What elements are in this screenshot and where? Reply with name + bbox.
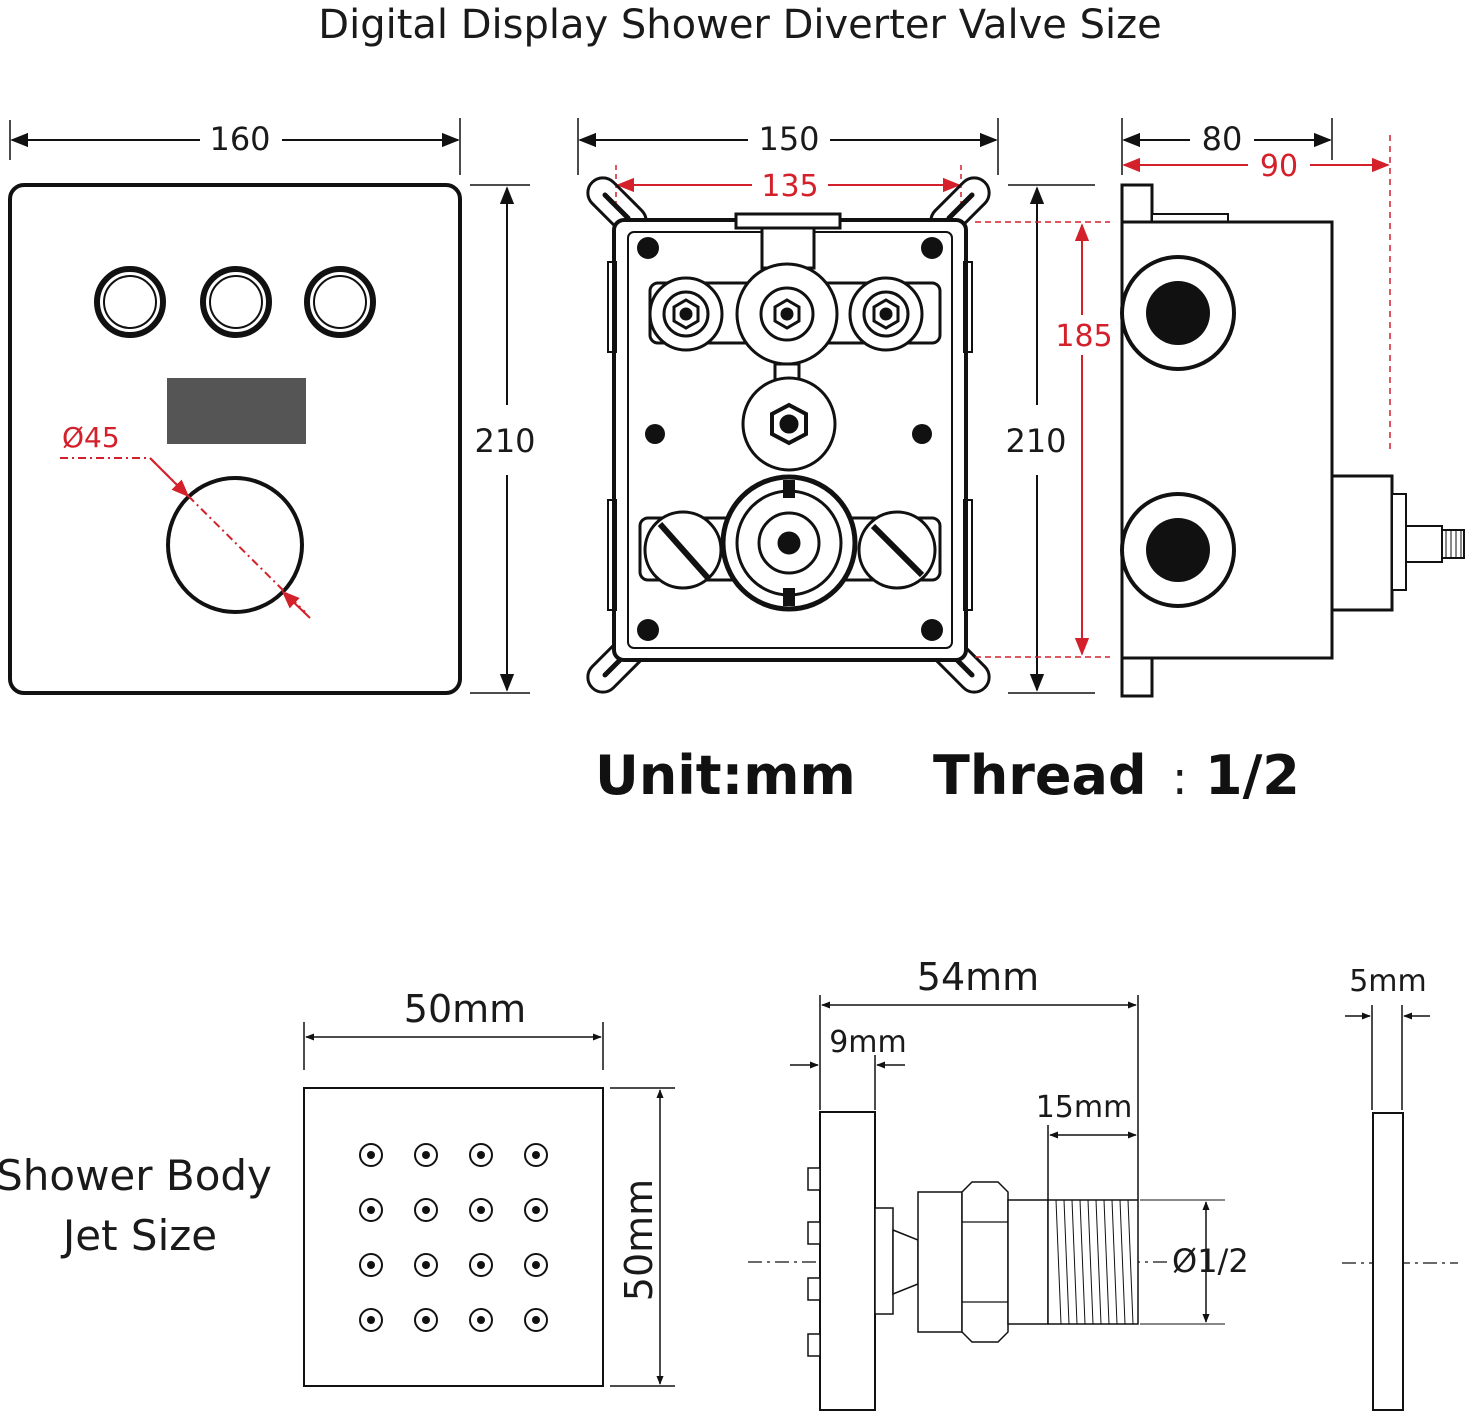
- knob-diameter-label: Ø45: [62, 421, 120, 454]
- jet-nozzle-hole: [367, 1151, 375, 1159]
- jet-side-view: 54mm 9mm 15mm Ø1/2: [748, 955, 1249, 1411]
- jet-plate: [303, 1087, 604, 1387]
- jet-nozzle-hole: [422, 1206, 430, 1214]
- jet-nozzle-hole: [367, 1206, 375, 1214]
- jet-length-label: 54mm: [917, 955, 1039, 999]
- jet-caption-line2: Jet Size: [60, 1211, 217, 1260]
- side-depth-total-label: 90: [1260, 149, 1298, 184]
- jet-nozzle-hole: [532, 1316, 540, 1324]
- jet-plate-thickness-label: 9mm: [829, 1025, 907, 1060]
- thread-line: [1087, 1199, 1094, 1325]
- jet-front-view: 50mm 50mm: [303, 987, 675, 1387]
- valve-width-label: 150: [758, 120, 819, 158]
- front-panel-view: 160 Ø45 210: [8, 118, 536, 695]
- valve-body-view: 150 135: [577, 118, 1113, 694]
- thread-label: Thread: [933, 744, 1147, 807]
- panel-buttons: [94, 266, 376, 338]
- front-panel-outline: [8, 183, 462, 695]
- mount-height-label: 185: [1055, 319, 1112, 354]
- jet-thread-length-label: 15mm: [1036, 1090, 1133, 1125]
- jet-nozzle-hole: [422, 1261, 430, 1269]
- jet-edge-view: 5mm: [1342, 964, 1458, 1411]
- thread-value: 1/2: [1205, 744, 1300, 807]
- thread-line: [1079, 1199, 1086, 1325]
- jet-nozzle-hole: [477, 1316, 485, 1324]
- thread-line: [1127, 1199, 1134, 1325]
- unit-label: Unit:mm: [595, 744, 856, 807]
- jet-nozzle-hole: [532, 1261, 540, 1269]
- jet-edge-thickness-label: 5mm: [1349, 964, 1427, 999]
- lower-valve: [638, 474, 942, 612]
- jet-height-label: 50mm: [617, 1179, 661, 1301]
- jet-thread-diameter-label: Ø1/2: [1172, 1242, 1249, 1280]
- jet-nozzle-hole: [367, 1261, 375, 1269]
- thread-line: [1119, 1199, 1126, 1325]
- upper-outlets: [648, 262, 942, 472]
- jet-side-plate: [819, 1111, 876, 1411]
- diagram-title: Digital Display Shower Diverter Valve Si…: [318, 2, 1161, 48]
- corner-screws: [637, 237, 943, 641]
- side-depth-label: 80: [1202, 120, 1243, 158]
- thread-line: [1111, 1199, 1118, 1325]
- side-view: 80 90: [1120, 118, 1465, 698]
- jet-nozzle-grid: [359, 1143, 548, 1332]
- jet-nozzle-hole: [532, 1206, 540, 1214]
- digital-display: [167, 378, 306, 444]
- panel-width-label: 160: [209, 120, 270, 158]
- thread-line: [1055, 1199, 1062, 1325]
- panel-height-label: 210: [474, 422, 535, 460]
- jet-thread-lines: [1055, 1199, 1134, 1325]
- jet-nozzle-hole: [422, 1316, 430, 1324]
- jet-nozzle-hole: [422, 1151, 430, 1159]
- jet-nozzle-hole: [477, 1261, 485, 1269]
- thread-line: [1063, 1199, 1070, 1325]
- thread-line: [1071, 1199, 1078, 1325]
- jet-nozzle-hole: [477, 1206, 485, 1214]
- jet-width-label: 50mm: [404, 987, 526, 1031]
- jet-nozzle-hole: [367, 1316, 375, 1324]
- thread-separator: :: [1172, 751, 1188, 805]
- jet-caption-line1: Shower Body: [0, 1151, 272, 1200]
- jet-edge-plate: [1372, 1112, 1404, 1411]
- jet-nozzle-hole: [532, 1151, 540, 1159]
- valve-height-label: 210: [1005, 422, 1066, 460]
- panel-knob: [166, 476, 304, 614]
- jet-nozzle-hole: [477, 1151, 485, 1159]
- mount-width-label: 135: [761, 169, 818, 204]
- thread-line: [1103, 1199, 1110, 1325]
- thread-line: [1095, 1199, 1102, 1325]
